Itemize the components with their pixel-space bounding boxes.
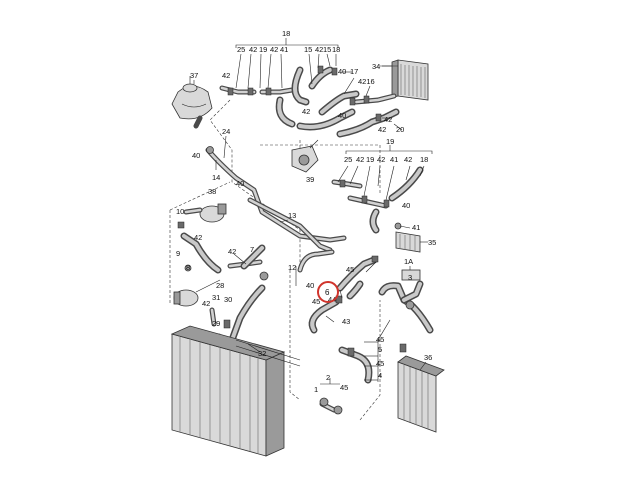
label-4: 4 <box>378 371 382 380</box>
label-36: 36 <box>424 353 432 362</box>
label-mid-5: 41 <box>390 155 398 164</box>
label-mid-7: 18 <box>420 155 428 164</box>
mid-heater-hoses <box>331 166 424 234</box>
label-14: 14 <box>212 173 220 182</box>
label-42-b: 42 <box>302 107 310 116</box>
label-top-b-2: 42 <box>315 45 323 54</box>
label-45-e: 45 <box>340 383 348 392</box>
highlight-circle-part-6 <box>317 281 339 303</box>
label-42-d: 42 <box>378 125 386 134</box>
center-hoses <box>297 249 379 334</box>
label-45-a: 45 <box>346 265 354 274</box>
label-10: 10 <box>176 207 184 216</box>
label-20: 20 <box>396 125 404 134</box>
label-43: 43 <box>342 317 350 326</box>
auxiliary-radiator <box>397 343 445 433</box>
label-42-g: 42 <box>202 299 210 308</box>
label-39: 39 <box>306 175 314 184</box>
label-17: 17 <box>350 67 358 76</box>
label-8: 8 <box>186 263 190 272</box>
label-44: 44 <box>328 295 336 304</box>
label-18-top: 18 <box>282 29 290 38</box>
label-40-c: 40 <box>192 151 200 160</box>
label-top-a-4: 42 <box>270 45 278 54</box>
lower-fittings <box>319 346 373 415</box>
label-24: 24 <box>222 127 230 136</box>
label-35: 35 <box>428 238 436 247</box>
label-mid-4: 42 <box>377 155 385 164</box>
label-19: 19 <box>386 137 394 146</box>
upper-heater-hoses <box>219 65 400 138</box>
expansion-tank <box>171 76 213 129</box>
label-4216: 4216 <box>358 77 375 86</box>
label-mid-1: 25 <box>344 155 352 164</box>
label-37: 37 <box>190 71 198 80</box>
main-radiator <box>170 325 301 457</box>
label-31: 31 <box>212 293 220 302</box>
label-2: 2 <box>326 373 330 382</box>
label-1A: 1A <box>404 257 413 266</box>
label-42-a: 42 <box>222 71 230 80</box>
label-top-a-5: 41 <box>280 45 288 54</box>
heater-core <box>380 59 429 101</box>
auxiliary-coolant-pump <box>177 203 227 229</box>
electric-pump-left <box>173 284 266 344</box>
label-45-b: 45 <box>312 297 320 306</box>
label-12: 12 <box>288 263 296 272</box>
label-6: 6 <box>325 288 330 297</box>
leader-lines <box>193 38 433 382</box>
label-40-b: 40 <box>338 111 346 120</box>
label-top-a-3: 19 <box>259 45 267 54</box>
label-40-a: 40 <box>338 67 346 76</box>
left-lower-hoses <box>180 232 269 281</box>
oil-cooler <box>394 222 421 253</box>
label-mid-3: 19 <box>366 155 374 164</box>
label-3: 3 <box>408 273 412 282</box>
label-5: 5 <box>378 345 382 354</box>
label-top-a-2: 42 <box>249 45 257 54</box>
label-40-e: 40 <box>402 201 410 210</box>
label-42-f: 42 <box>228 247 236 256</box>
label-38: 38 <box>208 187 216 196</box>
label-top-b-1: 15 <box>304 45 312 54</box>
label-45-c: 45 <box>376 335 384 344</box>
label-45-d: 45 <box>376 359 384 368</box>
label-42-e: 42 <box>194 233 202 242</box>
label-mid-2: 42 <box>356 155 364 164</box>
label-top-b-3: 15 <box>323 45 331 54</box>
coolant-pipe-long <box>205 146 347 253</box>
coolant-flange <box>291 139 319 173</box>
label-28: 28 <box>216 281 224 290</box>
label-mid-6: 42 <box>404 155 412 164</box>
label-13: 13 <box>288 211 296 220</box>
label-42-c: 42 <box>384 115 392 124</box>
label-41-a: 41 <box>412 223 420 232</box>
label-top-b-4: 18 <box>332 45 340 54</box>
right-main-hose <box>378 269 434 334</box>
part-labels: 18 25 42 19 42 41 15 42 15 18 34 37 42 4… <box>176 29 436 394</box>
label-top-a-1: 25 <box>237 45 245 54</box>
label-30: 30 <box>224 295 232 304</box>
label-9: 9 <box>176 249 180 258</box>
label-40-f: 40 <box>306 281 314 290</box>
label-40-d: 40 <box>236 179 244 188</box>
label-1: 1 <box>314 385 318 394</box>
label-29: 29 <box>212 319 220 328</box>
label-32: 32 <box>258 349 266 358</box>
label-7: 7 <box>250 245 254 254</box>
label-34: 34 <box>372 62 380 71</box>
